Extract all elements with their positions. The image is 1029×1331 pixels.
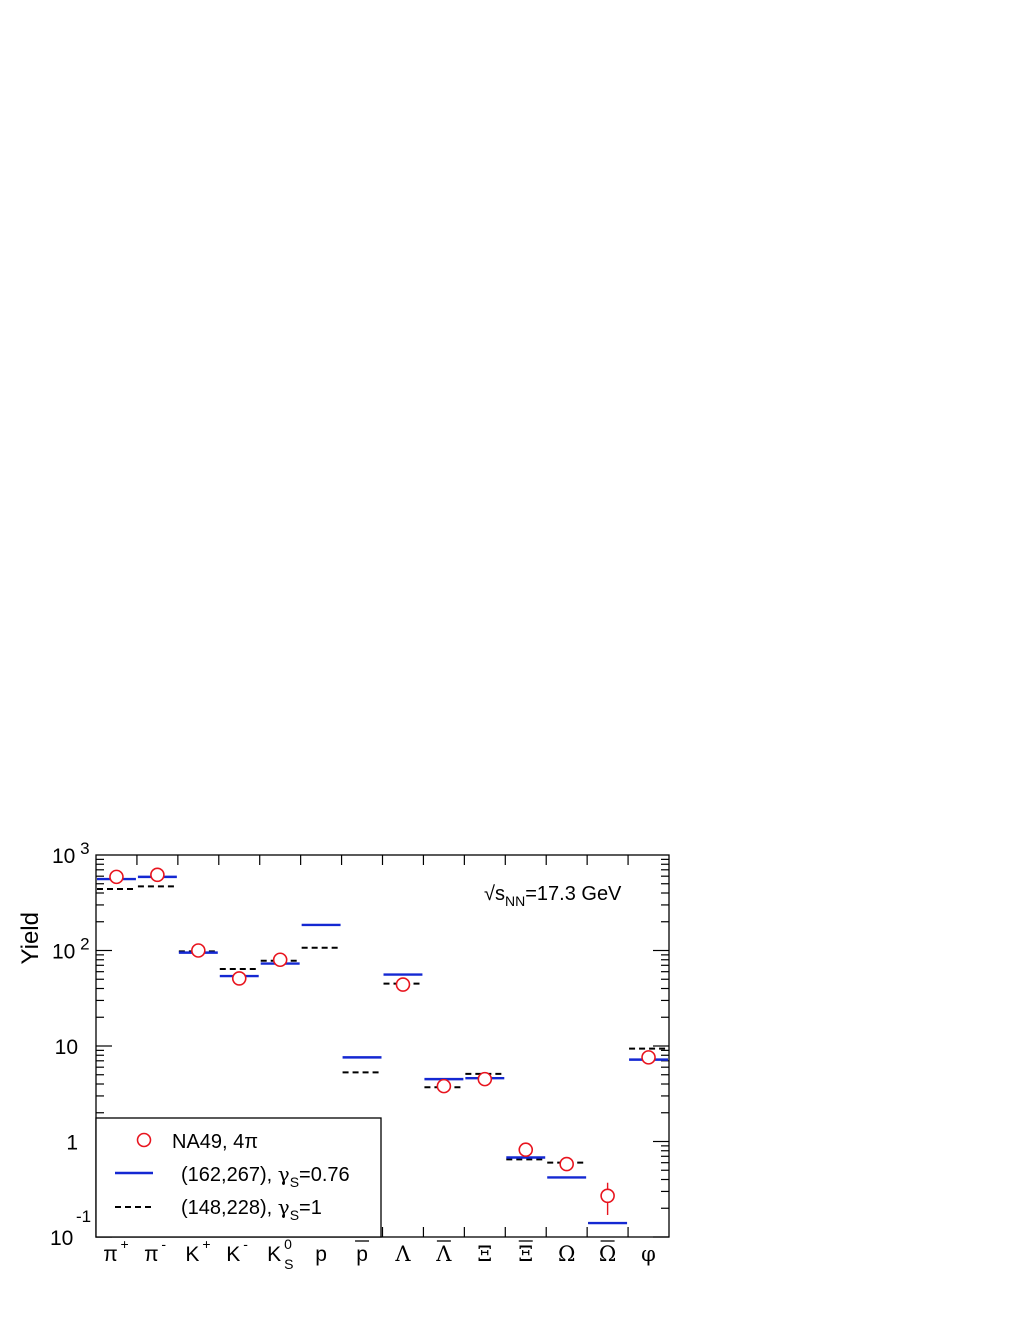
x-tick-label-text: p [315, 1243, 327, 1266]
x-tick-label: p [315, 1243, 327, 1266]
x-tick-label-sup: + [120, 1236, 128, 1252]
legend-label-gamma-1: (148,228), γS=1 [181, 1195, 322, 1223]
y-tick-label: 1 [66, 1132, 78, 1155]
x-tick-label: Ω [599, 1240, 616, 1266]
legend-label-gamma-076: (162,267), γS=0.76 [181, 1162, 350, 1190]
y-tick-label: 10 2 [52, 935, 90, 964]
na49-point-0 [109, 869, 124, 885]
na49-point-2 [191, 943, 206, 958]
y-tick-label: 10 3 [52, 839, 90, 868]
energy-annotation: √sNN=17.3 GeV [484, 883, 622, 909]
y-tick-label: 10 [55, 1036, 78, 1059]
na49-point-3 [231, 971, 247, 986]
legend: NA49, 4π (162,267), γS=0.76 (148,228), γS=… [95, 1117, 382, 1238]
legend-marker-na49 [136, 1132, 152, 1148]
na49-point-11 [559, 1156, 574, 1172]
x-tick-label: Ξ [477, 1242, 492, 1266]
na49-point-10 [518, 1142, 534, 1158]
x-tick-label-text: φ [641, 1242, 656, 1266]
x-tick-label-text: Ξ [477, 1242, 492, 1266]
energy-annotation-text: √sNN=17.3 GeV [484, 883, 622, 909]
na49-point-9 [477, 1071, 493, 1087]
x-tick-label-text: p [356, 1243, 368, 1266]
x-tick-label-text: K [267, 1243, 281, 1266]
x-tick-label-text: π [103, 1243, 118, 1266]
x-tick-label-text: Λ [394, 1242, 411, 1266]
y-axis-label: Yield [17, 912, 44, 964]
y-tick-label-exponent: -1 [76, 1207, 91, 1226]
x-tick-label: π+ [103, 1236, 128, 1266]
x-tick-label-sup: + [202, 1236, 210, 1252]
na49-point-1 [150, 867, 165, 883]
x-tick-label-sub: S [284, 1256, 293, 1272]
x-tick-label-text: Ξ [518, 1242, 533, 1266]
na49-point-4 [272, 952, 288, 968]
x-tick-label: K+ [185, 1236, 210, 1266]
x-tick-label-text: K [185, 1243, 199, 1266]
x-tick-label: p [355, 1240, 370, 1266]
na49-point-13 [641, 1050, 656, 1065]
x-tick-label: K- [226, 1236, 248, 1266]
x-tick-label-text: K [226, 1243, 240, 1266]
x-tick-label-text: Ω [599, 1242, 616, 1266]
x-tick-label-text: Λ [435, 1242, 452, 1266]
y-tick-label: 10 [50, 1227, 73, 1250]
x-tick-label: Λ [394, 1242, 411, 1266]
na49-point-8 [436, 1078, 452, 1094]
x-tick-label-sup: - [243, 1236, 248, 1252]
x-tick-label: Ω [558, 1242, 575, 1266]
x-tick-label: φ [641, 1242, 656, 1266]
x-tick-label-text: π [144, 1243, 159, 1266]
x-tick-label-text: Ω [558, 1242, 575, 1266]
x-tick-label: Ξ [518, 1240, 533, 1266]
legend-label-na49: NA49, 4π [172, 1131, 258, 1153]
x-tick-label: Λ [435, 1240, 452, 1266]
na49-point-7 [395, 977, 411, 992]
series-na49 [109, 867, 656, 1215]
na49-point-12 [600, 1188, 615, 1204]
x-tick-label-sup: 0 [284, 1236, 292, 1252]
x-tick-label: π- [144, 1236, 166, 1266]
x-tick-label-sup: - [161, 1236, 166, 1252]
